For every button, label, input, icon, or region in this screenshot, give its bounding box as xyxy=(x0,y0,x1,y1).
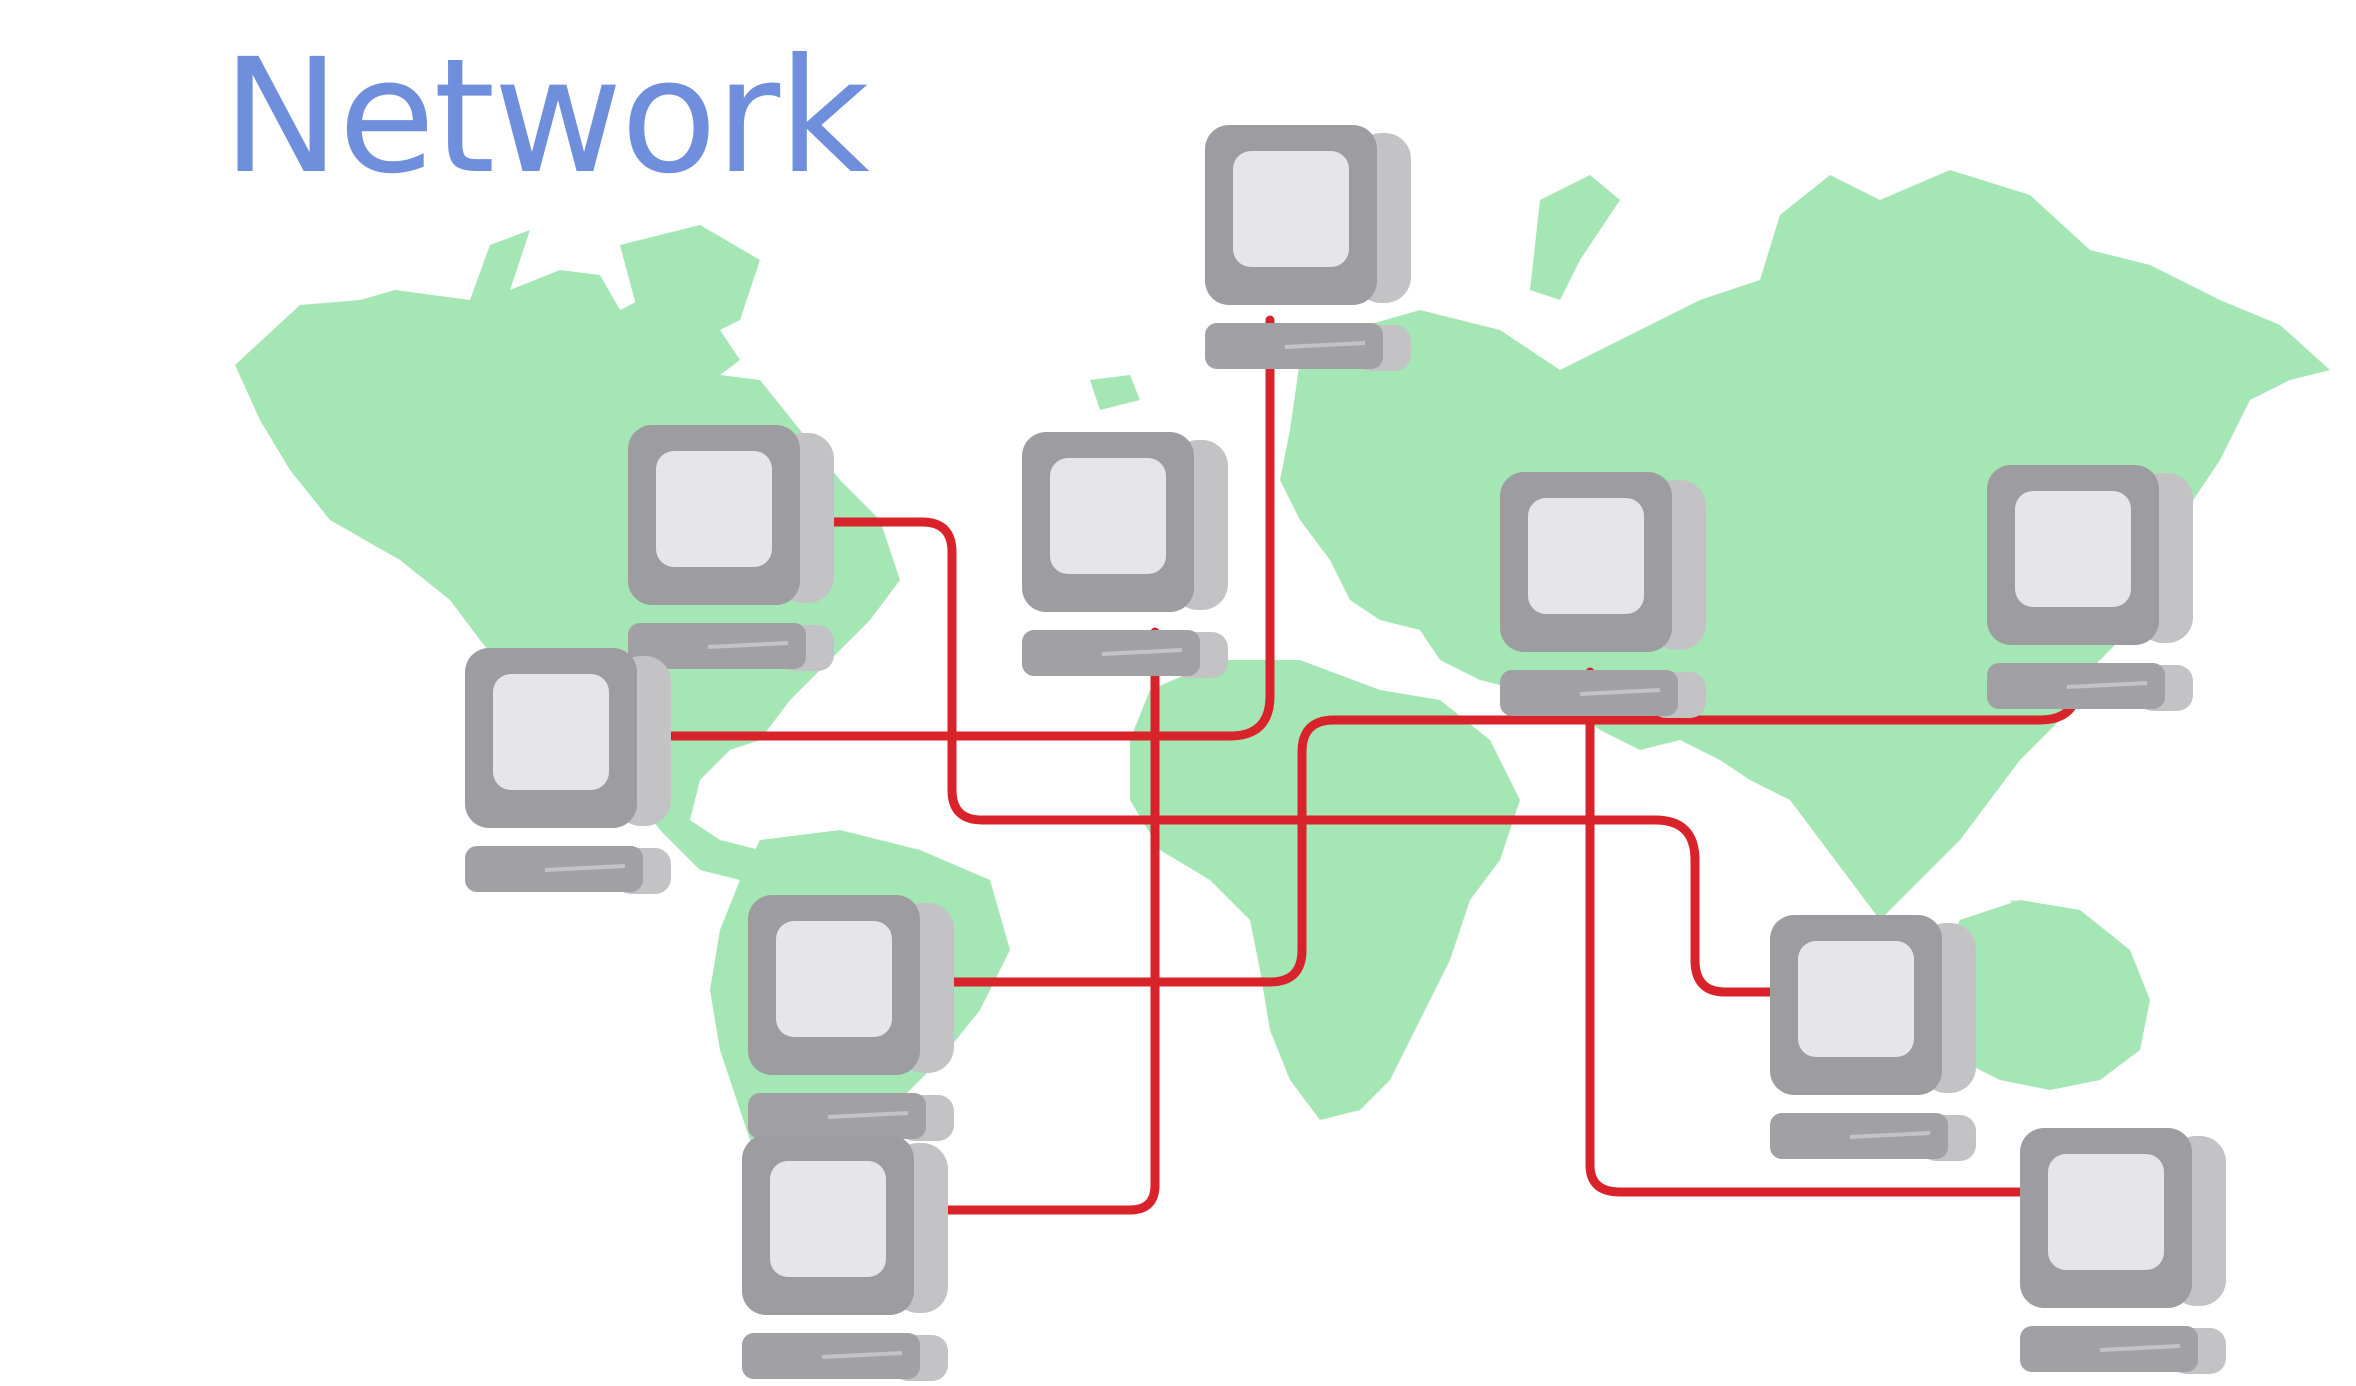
computer-icon xyxy=(1770,915,1976,1161)
continent-north-america xyxy=(235,230,900,880)
computer-icon xyxy=(1987,465,2193,711)
connection-line xyxy=(667,315,1275,741)
computer-icon xyxy=(628,425,834,671)
continent-africa xyxy=(1130,660,1520,1120)
computer-icon xyxy=(1205,125,1411,371)
computer-icon xyxy=(748,895,954,1141)
connection-line xyxy=(1585,667,2027,1197)
continent-eurasia xyxy=(1280,170,2330,920)
computer-icon xyxy=(1022,432,1228,678)
connection-line xyxy=(943,627,1160,1215)
computer-icon xyxy=(1500,472,1706,718)
computer-icon xyxy=(2020,1128,2226,1374)
continent-greenland xyxy=(620,225,760,345)
connection-line xyxy=(825,517,1777,997)
region-scandinavia xyxy=(1530,175,1620,300)
computers xyxy=(465,125,2226,1381)
diagram-title: Network xyxy=(222,25,870,209)
computer-icon xyxy=(465,648,671,894)
computer-icon xyxy=(742,1135,948,1381)
island-new-zealand xyxy=(2010,900,2110,960)
island-small xyxy=(1090,375,1140,410)
world-map xyxy=(235,170,2330,1300)
